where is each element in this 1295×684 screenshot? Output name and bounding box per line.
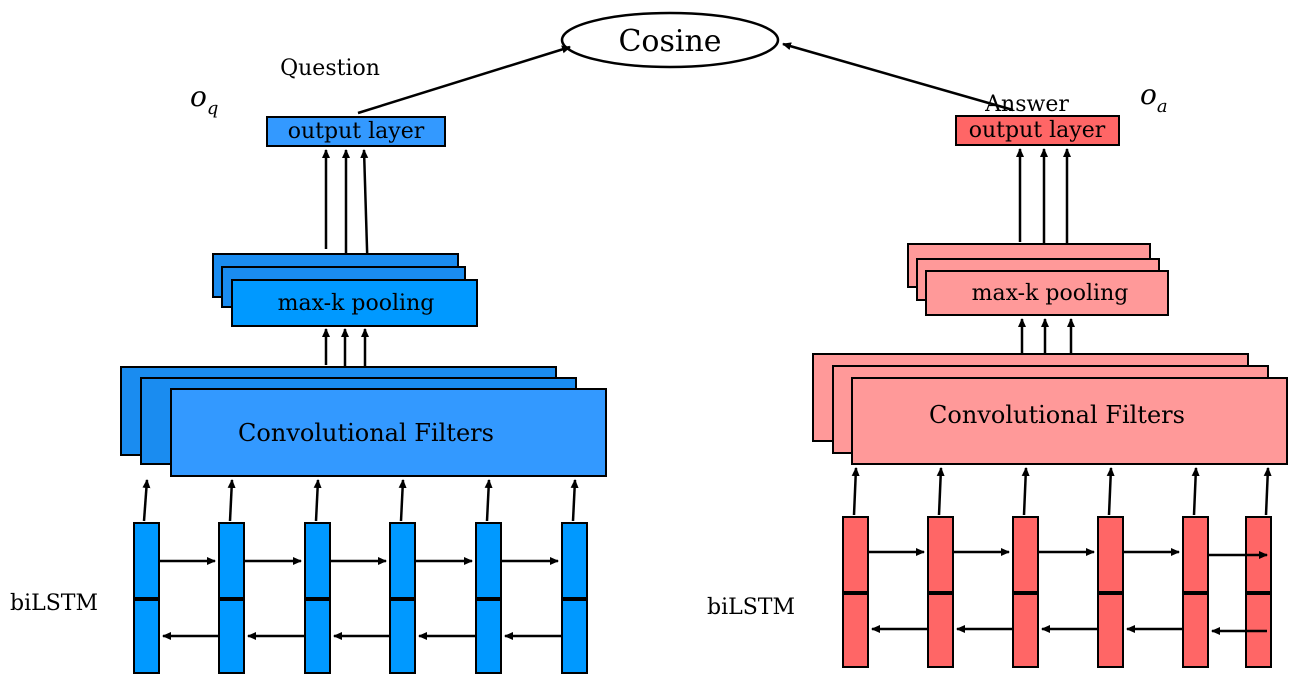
question-lstm-to-conv-arrow [570,479,579,522]
answer-bilstm-label: biLSTM [707,595,795,620]
answer-output-layer [955,115,1120,146]
answer-to-cosine-arrow [782,42,1014,112]
question-output-layer-label: output layer [288,119,425,144]
answer-branch: Answer oa output layer max-k pooling Con… [707,78,1288,668]
answer-lstm-to-conv-arrows [851,467,1272,516]
answer-lstm-to-conv-arrow [1106,467,1115,516]
question-lstm-cells [133,522,588,674]
question-to-cosine-arrow [357,45,571,115]
question-lstm-to-conv-arrow [398,479,407,522]
answer-lstm-to-conv-arrow [1263,467,1272,516]
question-output-layer [266,116,446,147]
answer-lstm-to-conv-arrow [936,467,945,516]
answer-lstm-to-conv-arrow [851,467,860,516]
question-pooling-label: max-k pooling [278,291,435,316]
cosine-label: Cosine [618,24,721,59]
question-lstm-to-conv-arrow [484,479,493,522]
answer-output-layer-label: output layer [969,118,1106,143]
answer-conv-label: Convolutional Filters [929,401,1185,429]
answer-output-symbol: oa [1140,78,1168,117]
question-branch: Question oq output layer max-k pooling C… [10,56,607,674]
question-lstm-to-conv-arrow [227,479,236,522]
question-pooling-front [231,279,478,327]
question-lstm-to-conv-arrows [142,479,579,522]
question-title: Question [280,56,380,81]
answer-pooling-front [925,270,1169,316]
answer-lstm-cells [842,516,1272,668]
question-conv-label: Convolutional Filters [238,419,494,447]
cosine-node [560,11,780,69]
answer-forward-arrows [868,548,1268,559]
question-bilstm-label: biLSTM [10,591,98,616]
answer-pooling-label: max-k pooling [972,281,1129,306]
answer-backward-arrows [871,625,1267,635]
answer-lstm-to-conv-arrow [1021,467,1030,516]
answer-lstm-to-conv-arrow [1191,467,1200,516]
question-lstm-to-conv-arrow [313,479,322,522]
answer-conv-front [851,377,1288,465]
question-lstm-to-conv-arrow [142,479,151,522]
answer-title: Answer [984,92,1069,117]
question-output-symbol: oq [190,80,218,119]
question-conv-front [170,388,607,477]
